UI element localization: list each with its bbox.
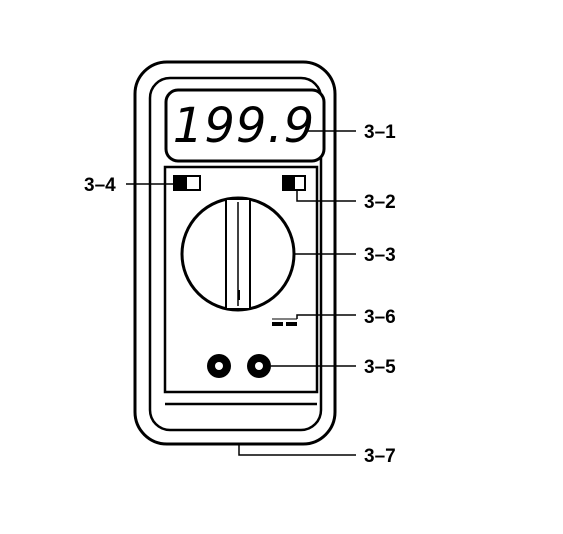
callout-3-5: 3–5: [364, 357, 396, 378]
callout-3-6: 3–6: [364, 307, 396, 328]
lcd-window: [164, 88, 326, 163]
leader-line-3-2: [296, 190, 356, 202]
input-jack-left[interactable]: [207, 354, 231, 378]
dc-indicator-symbol: [272, 318, 297, 326]
callout-3-3: 3–3: [364, 245, 396, 266]
callout-3-1: 3–1: [364, 122, 396, 143]
right-slide-switch[interactable]: [282, 175, 306, 191]
lcd-reading: 199.9: [173, 98, 315, 154]
input-jack-right[interactable]: [247, 354, 271, 378]
callout-3-2: 3–2: [364, 192, 396, 213]
leader-line-3-7: [238, 444, 356, 456]
leader-line-3-6: [296, 314, 356, 319]
callout-3-4: 3–4: [84, 175, 116, 196]
rotary-selector-knob[interactable]: [180, 196, 296, 312]
left-slide-switch[interactable]: [173, 175, 201, 191]
callout-3-7: 3–7: [364, 446, 396, 467]
